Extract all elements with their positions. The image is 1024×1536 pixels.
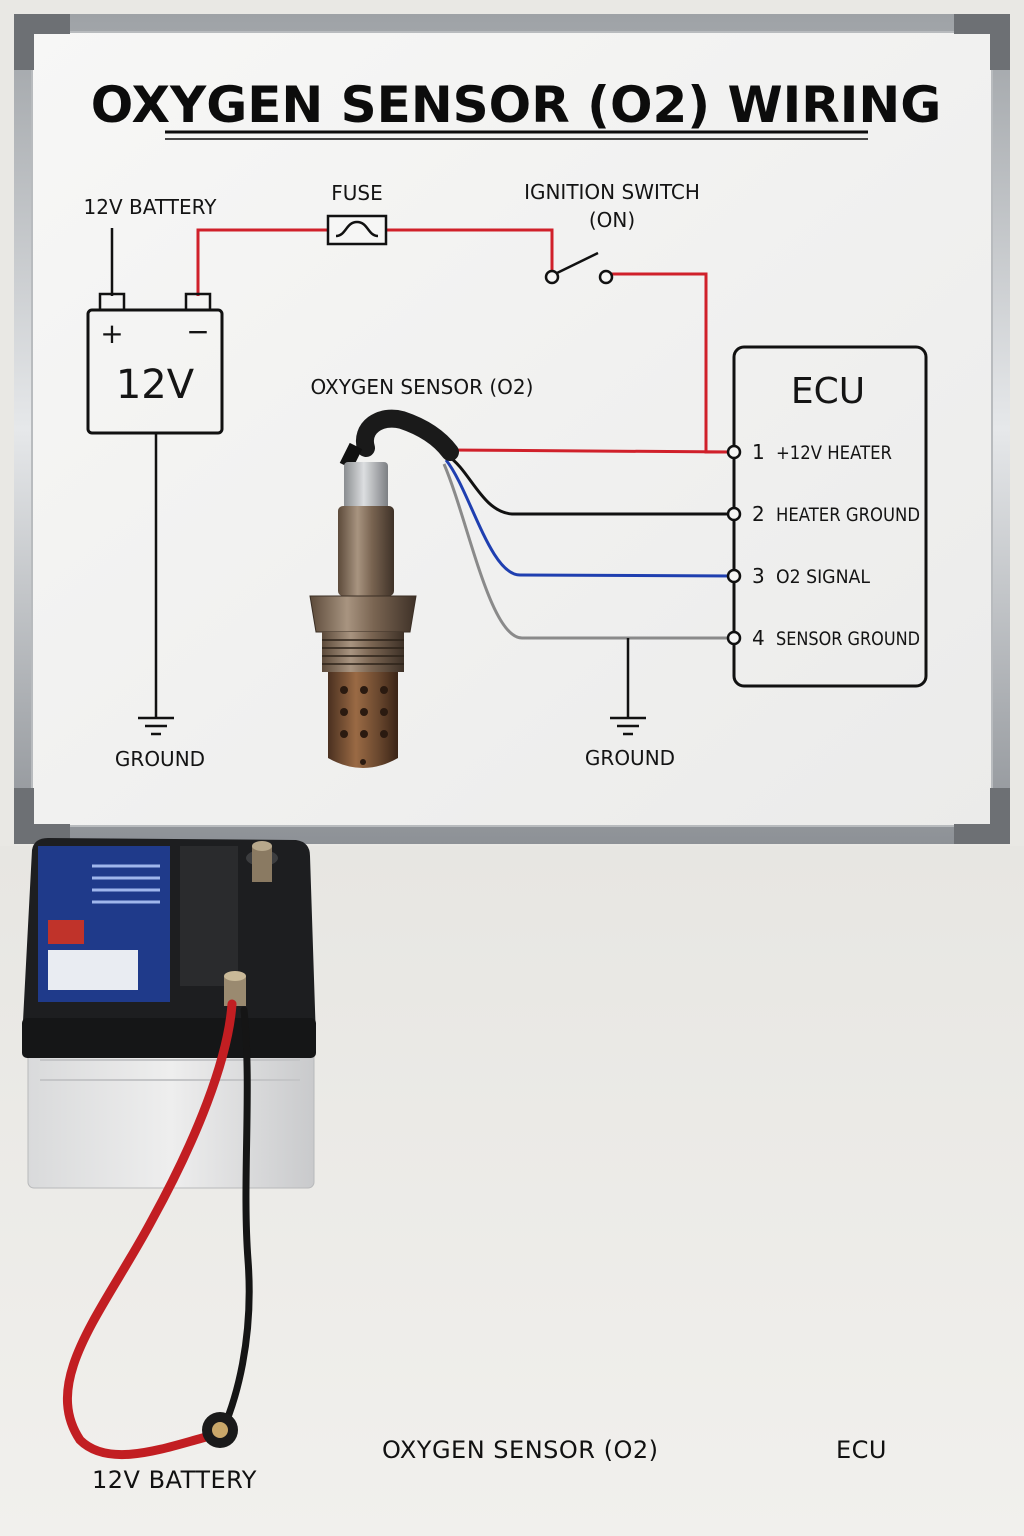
- ecu-pin-number: 4: [752, 626, 765, 650]
- pin2-wire: [447, 454, 734, 516]
- ecu-pin-label: SENSOR GROUND: [776, 628, 920, 650]
- ecu-pin-terminal: [726, 568, 742, 584]
- ecu-pin-number: 1: [752, 440, 765, 464]
- corner-cap-top-right: [954, 14, 1010, 70]
- ecu-pin-number: 3: [752, 564, 765, 588]
- ecu-photo-caption: ECU: [836, 1436, 887, 1464]
- battery-voltage: 12V: [116, 362, 195, 408]
- power-wire-to-switch: [386, 228, 554, 272]
- power-wire-to-fuse: [196, 228, 328, 296]
- ecu-label: ECU: [791, 371, 865, 412]
- ecu-pin-number: 2: [752, 502, 765, 526]
- battery-photo-caption: 12V BATTERY: [92, 1466, 257, 1494]
- ecu-pin-terminal: [726, 630, 742, 646]
- ground-label-left: GROUND: [115, 747, 205, 771]
- pin1-wire: [447, 448, 735, 454]
- ground-symbol-left: [138, 716, 174, 736]
- ecu-pin-label: O2 SIGNAL: [776, 566, 870, 588]
- ecu-pin-terminal: [726, 506, 742, 522]
- oxygen-sensor-drawing: [309, 409, 459, 768]
- diagram-title: OXYGEN SENSOR (O2) WIRING: [91, 76, 942, 134]
- ecu-pin-terminal: [726, 444, 742, 460]
- battery-label: 12V BATTERY: [84, 195, 218, 219]
- ground-label-right: GROUND: [585, 746, 675, 770]
- sensor-photo-caption: OXYGEN SENSOR (O2): [382, 1436, 659, 1464]
- ecu-pin-label: +12V HEATER: [776, 442, 892, 464]
- corner-cap-bottom-right: [954, 788, 1010, 844]
- battery-photo: [22, 838, 316, 1460]
- pin4-wire: [442, 463, 734, 640]
- pin3-wire: [444, 459, 735, 578]
- battery-plus-sign: +: [100, 317, 123, 350]
- ecu-pin-list: 1 +12V HEATER 2 HEATER GROUND 3 O2 SIGNAL 4 SEN…: [726, 440, 920, 650]
- fuse-symbol: [326, 214, 388, 246]
- whiteboard: [14, 14, 1010, 844]
- fuse-label: FUSE: [331, 181, 382, 205]
- ignition-label-line1: IGNITION SWITCH: [524, 180, 700, 204]
- sensor-label: OXYGEN SENSOR (O2): [311, 375, 534, 399]
- ground-symbol-right: [610, 716, 646, 736]
- ignition-label-line2: (ON): [589, 208, 635, 232]
- ecu-pin-label: HEATER GROUND: [776, 504, 920, 526]
- battery-minus-sign: −: [186, 315, 209, 348]
- corner-cap-top-left: [14, 14, 70, 70]
- corner-cap-bottom-left: [14, 788, 70, 844]
- ignition-switch-symbol: [544, 251, 614, 285]
